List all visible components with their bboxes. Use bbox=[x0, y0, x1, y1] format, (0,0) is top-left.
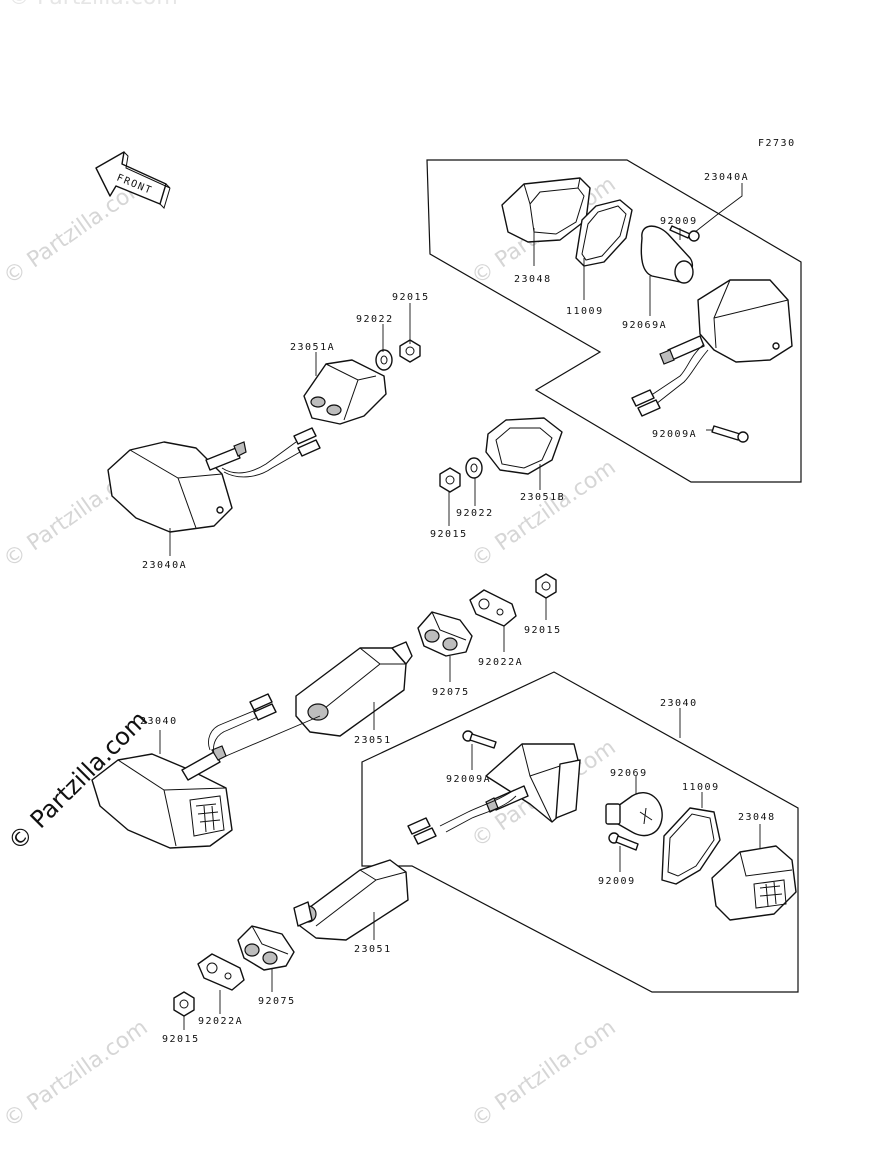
part-label: 92069 bbox=[610, 768, 648, 779]
nut-92015-d bbox=[173, 991, 195, 1017]
part-label: 92015 bbox=[162, 1034, 200, 1045]
plate-92022A-b bbox=[197, 953, 245, 991]
leader-lines bbox=[159, 183, 761, 1030]
part-label: 92009A bbox=[652, 429, 697, 440]
lens-23048-bottom bbox=[711, 845, 797, 921]
turn-signal-housing-23040-box bbox=[407, 743, 581, 845]
part-label: 11009 bbox=[566, 306, 604, 317]
part-label: 23040A bbox=[704, 172, 749, 183]
part-label: 23048 bbox=[514, 274, 552, 285]
turn-signal-housing-23040A-left bbox=[107, 427, 321, 533]
part-label: 92022A bbox=[478, 657, 523, 668]
part-labels: 23040A 92009 23048 11009 92069A 92009A 9… bbox=[140, 172, 776, 1045]
part-label: 92069A bbox=[622, 320, 667, 331]
assembly-box-23040A bbox=[426, 159, 802, 483]
stem-23051-b bbox=[293, 859, 409, 941]
diagram-code: F2730 bbox=[758, 138, 796, 149]
lens-23048-top bbox=[501, 177, 591, 243]
plate-92022A-a bbox=[469, 589, 517, 627]
part-label: 23040 bbox=[140, 716, 178, 727]
lens-pattern-icon bbox=[189, 795, 225, 837]
part-label: 92009 bbox=[660, 216, 698, 227]
part-label: 23051 bbox=[354, 944, 392, 955]
watermark: © Partzilla.com bbox=[467, 1015, 620, 1133]
nut-92015-b bbox=[439, 467, 461, 493]
part-label: 11009 bbox=[682, 782, 720, 793]
part-label: 92075 bbox=[432, 687, 470, 698]
watermark: © Partzilla.com bbox=[8, 0, 178, 10]
part-label: 92015 bbox=[524, 625, 562, 636]
gasket-11009-top bbox=[575, 199, 633, 267]
part-label: 92022A bbox=[198, 1016, 243, 1027]
part-label: 92022 bbox=[456, 508, 494, 519]
part-label: 92022 bbox=[356, 314, 394, 325]
part-label: 23051B bbox=[520, 492, 565, 503]
turn-signal-housing-23040-left bbox=[91, 693, 321, 849]
screw-92009A-bottom bbox=[462, 730, 497, 749]
part-label: 23040A bbox=[142, 560, 187, 571]
part-label: 23040 bbox=[660, 698, 698, 709]
part-label: 92015 bbox=[392, 292, 430, 303]
part-label: 23048 bbox=[738, 812, 776, 823]
bulb-92069 bbox=[605, 791, 663, 837]
bracket-23051B bbox=[485, 417, 563, 475]
grommet-92075-b bbox=[237, 925, 295, 971]
part-label: 92009 bbox=[598, 876, 636, 887]
screw-92009A-top bbox=[711, 425, 749, 443]
bulb-92069A bbox=[640, 225, 694, 284]
turn-signal-housing-23040A-top bbox=[631, 279, 793, 417]
part-label: 92075 bbox=[258, 996, 296, 1007]
part-label: 92009A bbox=[446, 774, 491, 785]
lens-pattern-icon bbox=[753, 879, 787, 909]
part-label: 23051 bbox=[354, 735, 392, 746]
gasket-11009-bottom bbox=[661, 807, 721, 885]
nut-92015-c bbox=[535, 573, 557, 599]
part-label: 92015 bbox=[430, 529, 468, 540]
screw-92009-top bbox=[669, 225, 700, 242]
screw-92009-bottom bbox=[608, 832, 639, 851]
washer-92022-a bbox=[375, 349, 393, 371]
part-label: 23051A bbox=[290, 342, 335, 353]
stem-23051-a bbox=[295, 641, 413, 737]
watermark: © Partzilla.com bbox=[0, 1015, 153, 1133]
washer-92022-b bbox=[465, 457, 483, 479]
bracket-23051A bbox=[303, 359, 387, 425]
grommet-92075-a bbox=[417, 611, 473, 657]
watermarks: © Partzilla.com © Partzilla.com © Partzi… bbox=[0, 0, 621, 1133]
